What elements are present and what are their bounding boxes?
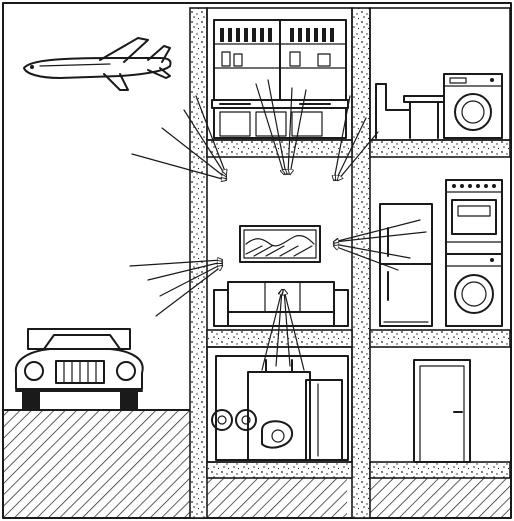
floor-slab-mid-left bbox=[207, 330, 352, 347]
dining-table-icon bbox=[376, 84, 444, 138]
wall-left bbox=[190, 8, 207, 518]
car-icon bbox=[16, 329, 143, 411]
airplane-icon bbox=[24, 38, 171, 90]
heating-plant-icon bbox=[212, 356, 348, 460]
sound-arrow bbox=[156, 266, 222, 316]
floor-slab-mid-right bbox=[370, 330, 510, 347]
washing-machine-icon bbox=[444, 74, 502, 138]
floor-slab-bottom-left bbox=[207, 462, 352, 478]
kitchen-shelf-items bbox=[220, 28, 334, 66]
building-structure bbox=[190, 8, 510, 518]
washing-machine-icon-2 bbox=[446, 254, 502, 326]
sound-arrow bbox=[268, 80, 286, 174]
wall-center bbox=[352, 8, 370, 518]
refrigerator-icon bbox=[380, 204, 432, 326]
room-basement-left bbox=[207, 347, 352, 462]
floor-slab-top-right bbox=[370, 140, 510, 157]
ground-right bbox=[370, 478, 510, 517]
wall-painting-icon bbox=[240, 226, 320, 262]
ground-left bbox=[4, 410, 190, 517]
sound-arrow bbox=[334, 220, 420, 242]
kitchen-icon bbox=[212, 20, 348, 138]
floor-slab-bottom-right bbox=[370, 462, 510, 478]
sound-arrow bbox=[334, 244, 410, 258]
stove-icon bbox=[446, 180, 502, 254]
ground-under-basement bbox=[207, 478, 347, 517]
door-icon bbox=[414, 360, 470, 462]
